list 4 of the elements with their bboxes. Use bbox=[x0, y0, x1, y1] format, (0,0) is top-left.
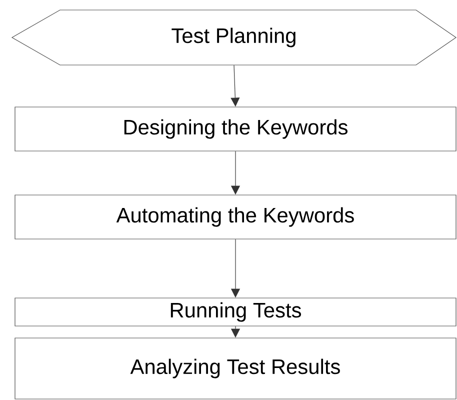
process-box: Analyzing Test Results bbox=[14, 338, 456, 400]
process-box: Designing the Keywords bbox=[14, 106, 456, 152]
process-box: Automating the Keywords bbox=[14, 194, 456, 240]
process-box: Running Tests bbox=[14, 298, 456, 326]
